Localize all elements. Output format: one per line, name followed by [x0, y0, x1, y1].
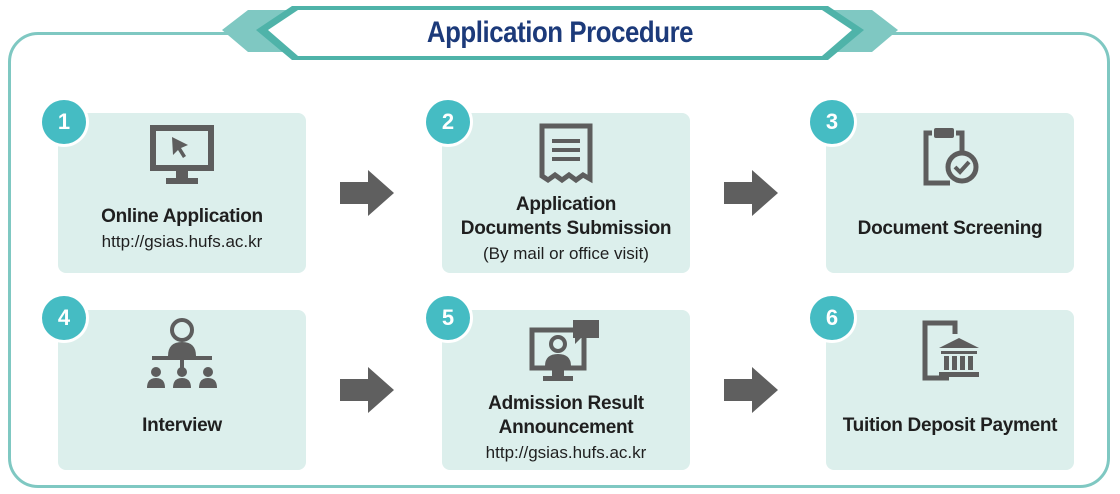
presenter-audience-icon — [147, 318, 217, 388]
document-icon — [539, 123, 593, 184]
mobile-bank-icon — [922, 320, 979, 381]
step-title-line1: Admission Result — [488, 393, 644, 414]
step-number-badge: 4 — [42, 296, 86, 340]
arrow-right-icon — [724, 367, 778, 413]
step-link[interactable]: http://gsias.hufs.ac.kr — [101, 232, 263, 251]
step-card-1: Online Application http://gsias.hufs.ac.… — [58, 113, 306, 273]
step-title: Interview — [142, 415, 222, 436]
step-number-badge: 5 — [426, 296, 470, 340]
step-card-3: Document Screening — [826, 113, 1074, 273]
step-card-4: Interview — [58, 310, 306, 470]
step-card-5: Admission Result Announcement http://gsi… — [442, 310, 690, 470]
step-number-badge: 6 — [810, 296, 854, 340]
monitor-cursor-icon — [150, 125, 214, 184]
step-subtitle: (By mail or office visit) — [483, 244, 649, 263]
step-title-line1: Application — [515, 194, 617, 215]
step-number-badge: 1 — [42, 100, 86, 144]
step-card-6: Tuition Deposit Payment — [826, 310, 1074, 470]
arrow-right-icon — [340, 367, 394, 413]
step-title: Tuition Deposit Payment — [842, 415, 1058, 436]
monitor-person-chat-icon — [529, 320, 599, 381]
clipboard-check-icon — [923, 128, 979, 186]
step-number-badge: 3 — [810, 100, 854, 144]
step-title: Online Application — [101, 206, 263, 227]
arrow-right-icon — [340, 170, 394, 216]
title-banner — [222, 6, 898, 60]
arrow-right-icon — [724, 170, 778, 216]
step-title-line2: Announcement — [498, 417, 634, 438]
step-title: Document Screening — [857, 218, 1043, 239]
step-card-2: Application Documents Submission (By mai… — [442, 113, 690, 273]
step-link[interactable]: http://gsias.hufs.ac.kr — [485, 443, 647, 462]
page-title: Application Procedure — [426, 16, 694, 49]
step-number-badge: 2 — [426, 100, 470, 144]
step-title-line2: Documents Submission — [460, 218, 672, 239]
